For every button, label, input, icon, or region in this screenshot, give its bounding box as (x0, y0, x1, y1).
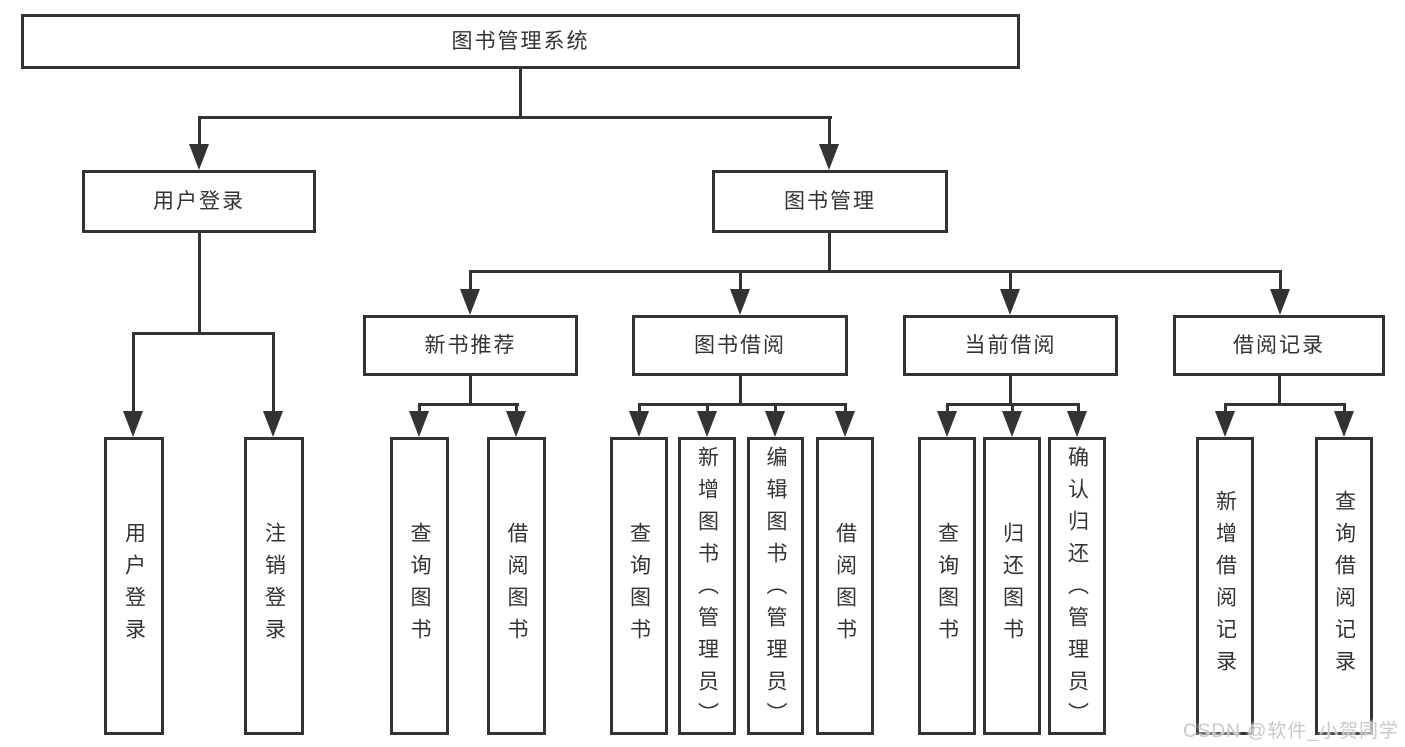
arrowhead-down-icon (765, 411, 785, 437)
leaf-query-book-current: 查询图书 (918, 437, 976, 735)
arrowhead-down-icon (730, 289, 750, 315)
connector-line (132, 332, 275, 335)
connector-line (198, 116, 201, 150)
leaf-query-borrow-record: 查询借阅记录 (1315, 437, 1373, 735)
connector-line (198, 232, 201, 335)
connector-line (638, 403, 847, 406)
leaf-query-book-recommend: 查询图书 (390, 437, 449, 735)
connector-line (638, 403, 641, 416)
connector-line (1343, 403, 1346, 416)
connector-line (1009, 270, 1012, 293)
leaf-edit-book-admin: 编辑图书（管理员） (747, 437, 804, 735)
node-book-management: 图书管理 (712, 170, 948, 233)
arrowhead-down-icon (409, 411, 429, 437)
connector-line (469, 376, 472, 406)
arrowhead-down-icon (506, 411, 526, 437)
connector-line (1224, 403, 1227, 416)
connector-line (739, 270, 742, 293)
arrowhead-down-icon (263, 411, 283, 437)
connector-line (469, 270, 472, 293)
connector-line (1278, 376, 1281, 406)
connector-line (515, 403, 518, 416)
connector-line (844, 403, 847, 416)
connector-line (198, 116, 832, 119)
connector-line (1224, 403, 1346, 406)
connector-line (272, 332, 275, 416)
node-borrow-record: 借阅记录 (1173, 315, 1385, 376)
arrowhead-down-icon (697, 411, 717, 437)
arrowhead-down-icon (835, 411, 855, 437)
connector-line (418, 403, 421, 416)
arrowhead-down-icon (1002, 411, 1022, 437)
arrowhead-down-icon (460, 289, 480, 315)
leaf-borrow-book-recommend: 借阅图书 (487, 437, 546, 735)
connector-line (1077, 403, 1080, 416)
leaf-borrow-book: 借阅图书 (816, 437, 874, 735)
connector-line (1279, 270, 1282, 293)
connector-line (1009, 376, 1012, 406)
connector-line (828, 116, 831, 150)
leaf-user-login: 用户登录 (104, 437, 164, 735)
leaf-confirm-return-admin: 确认归还（管理员） (1048, 437, 1106, 735)
arrowhead-down-icon (1334, 411, 1354, 437)
connector-line (706, 403, 709, 416)
node-book-borrow: 图书借阅 (632, 315, 848, 376)
connector-line (828, 232, 831, 273)
connector-line (469, 270, 1282, 273)
arrowhead-down-icon (123, 411, 143, 437)
node-new-book-recommend: 新书推荐 (363, 315, 578, 376)
leaf-add-borrow-record: 新增借阅记录 (1196, 437, 1254, 735)
node-user-login: 用户登录 (82, 170, 316, 233)
arrowhead-down-icon (189, 144, 209, 170)
arrowhead-down-icon (937, 411, 957, 437)
node-root-system: 图书管理系统 (21, 14, 1020, 69)
node-current-borrow: 当前借阅 (903, 315, 1118, 376)
arrowhead-down-icon (1215, 411, 1235, 437)
connector-line (946, 403, 949, 416)
arrowhead-down-icon (1067, 411, 1087, 437)
connector-line (774, 403, 777, 416)
leaf-return-book: 归还图书 (983, 437, 1041, 735)
leaf-query-book-borrow: 查询图书 (610, 437, 668, 735)
connector-line (418, 403, 519, 406)
connector-line (739, 376, 742, 406)
connector-line (132, 332, 135, 416)
arrowhead-down-icon (629, 411, 649, 437)
arrowhead-down-icon (819, 144, 839, 170)
connector-line (519, 68, 522, 119)
leaf-add-book-admin: 新增图书（管理员） (678, 437, 736, 735)
arrowhead-down-icon (1000, 289, 1020, 315)
leaf-logout: 注销登录 (244, 437, 304, 735)
csdn-watermark: CSDN @软件_小贺同学 (1183, 721, 1399, 742)
connector-line (1011, 403, 1014, 416)
arrowhead-down-icon (1270, 289, 1290, 315)
